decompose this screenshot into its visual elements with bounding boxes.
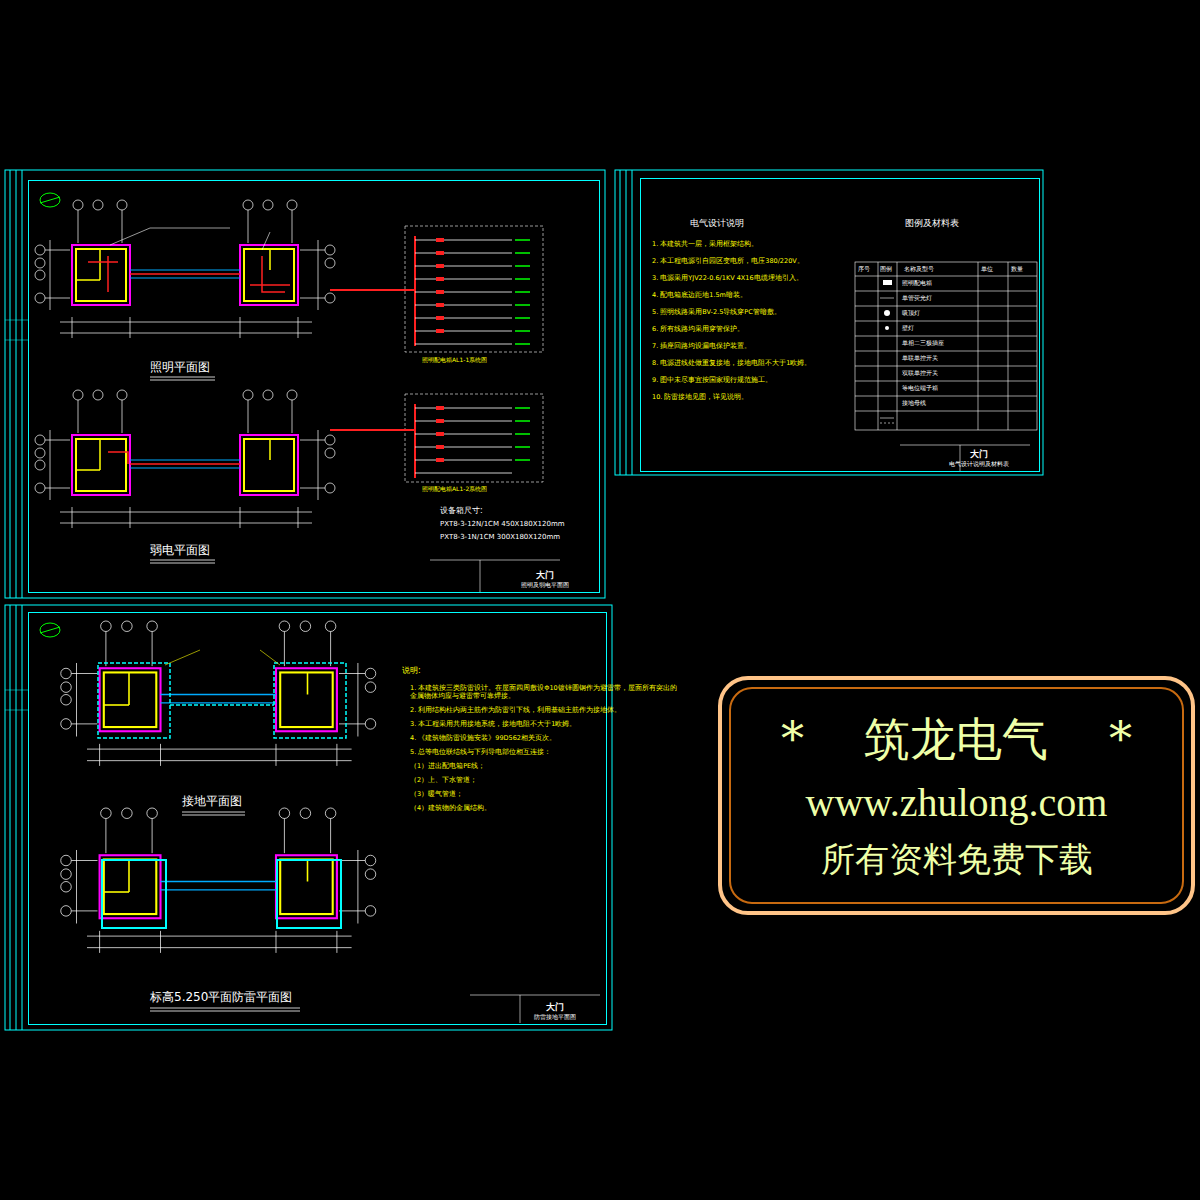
design-note: 5. 照明线路采用BV-2.5导线穿PC管暗敷。 [652,308,847,316]
design-note: （1）进出配电箱PE线； [410,762,680,770]
annotation: 接地母线 [902,399,926,407]
annotation: 单联单控开关 [902,354,938,362]
design-note: 1. 本建筑按三类防雷设计。在屋面四周敷设Φ10镀锌圆钢作为避雷带，屋面所有突出… [410,684,680,700]
annotation: 说明: [402,666,421,676]
node-subtitle: 所有资料免费下载 [821,839,1093,880]
node-subtitle: www.zhulong.com [806,779,1108,827]
annotation: PXT8-3-1N/1CM 300X180X120mm [440,533,560,542]
drawing-title: 弱电平面图 [150,543,210,558]
design-note: 6. 所有线路均采用穿管保护。 [652,325,847,333]
annotation: 双联单控开关 [902,369,938,377]
title-block: 大门防雷接地平面图 [534,1002,576,1020]
node-title: 大门 [949,449,1009,460]
node-title: * 筑龙电气 * [781,712,1132,767]
annotation: 数量 [1011,265,1023,273]
node-title: 大门 [521,570,569,581]
node-subtitle: 防雷接地平面图 [534,1013,576,1020]
annotation: 壁灯 [902,324,914,332]
annotation: 序号 [858,265,870,273]
annotation: 等电位端子箱 [902,384,938,392]
drawing-title: 接地平面图 [182,794,242,809]
annotation: 照明配电箱AL1-2系统图 [422,485,487,493]
annotation: 图例及材料表 [905,218,959,229]
design-note: 5. 总等电位联结线与下列导电部位相互连接： [410,748,680,756]
annotation: 名称及型号 [904,265,934,273]
annotation: 图例 [880,265,892,273]
drawing-title: 照明平面图 [150,360,210,375]
annotation: PXT8-3-12N/1CM 450X180X120mm [440,520,565,529]
watermark-box: * 筑龙电气 * www.zhulong.com 所有资料免费下载 [718,676,1195,915]
annotation: 单相二三极插座 [902,339,944,347]
design-note: 2. 本工程电源引自园区变电所，电压380/220V。 [652,257,847,265]
node-subtitle: 照明及弱电平面图 [521,581,569,588]
annotation: 电气设计说明 [690,218,744,229]
node-title: 大门 [534,1002,576,1013]
design-note: 2. 利用结构柱内两主筋作为防雷引下线，利用基础主筋作为接地体。 [410,706,680,714]
annotation: 吸顶灯 [902,309,920,317]
design-note: （2）上、下水管道； [410,776,680,784]
design-note: 1. 本建筑共一层，采用框架结构。 [652,240,847,248]
design-note: 8. 电源进线处做重复接地，接地电阻不大于1欧姆。 [652,359,847,367]
annotation: 单位 [981,265,993,273]
annotation: 单管荧光灯 [902,294,932,302]
design-note: 10. 防雷接地见图，详见说明。 [652,393,847,401]
annotation: 照明配电箱AL1-1系统图 [422,356,487,364]
design-note: 9. 图中未尽事宜按国家现行规范施工。 [652,376,847,384]
node-subtitle: 电气设计说明及材料表 [949,460,1009,467]
design-note: 3. 电源采用YJV22-0.6/1KV 4X16电缆埋地引入。 [652,274,847,282]
annotation: 设备箱尺寸: [440,506,483,516]
design-note: （4）建筑物的金属结构。 [410,804,680,812]
annotation: 照明配电箱 [902,279,932,287]
title-block: 大门电气设计说明及材料表 [949,449,1009,467]
design-note: （3）暖气管道； [410,790,680,798]
drawing-sheet: 大门照明及弱电平面图 [28,180,600,593]
design-note: 4. 配电箱底边距地1.5m暗装。 [652,291,847,299]
drawing-sheet: 大门防雷接地平面图 [28,612,607,1025]
title-block: 大门照明及弱电平面图 [521,570,569,588]
design-note: 4. 《建筑物防雷设施安装》99D562相关页次。 [410,734,680,742]
design-note: 7. 插座回路均设漏电保护装置。 [652,342,847,350]
drawing-title: 标高5.250平面防雷平面图 [150,990,292,1005]
design-note: 3. 本工程采用共用接地系统，接地电阻不大于1欧姆。 [410,720,680,728]
